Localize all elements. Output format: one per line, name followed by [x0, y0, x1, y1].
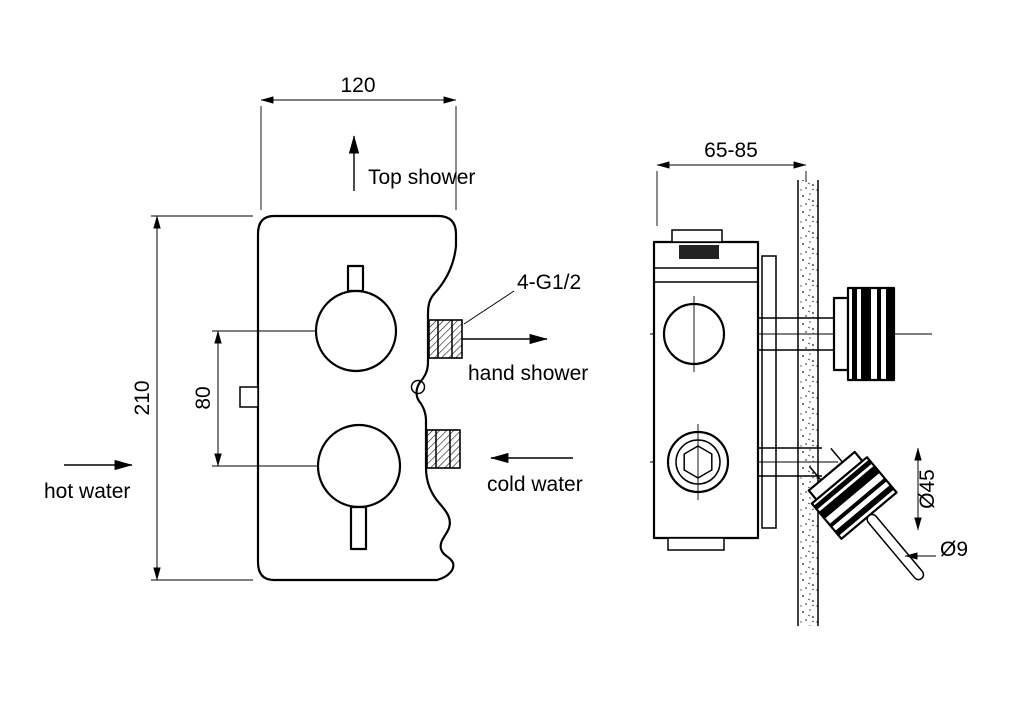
dim-depth: 65-85: [656, 139, 807, 226]
dim-height-extension-lines: [151, 215, 253, 581]
valve-body-side-outline: [652, 240, 760, 540]
thread-leader-line: [463, 290, 515, 325]
dim-knob-diameter: Ø45: [914, 447, 939, 531]
hot-water-callout: hot water: [44, 459, 133, 503]
wall-fill: [798, 180, 818, 626]
fitting-bottom-flange-lines: [435, 430, 451, 468]
fitting-bottom-thread: [426, 429, 461, 469]
body-bottom-step: [667, 537, 725, 551]
thermostat-knob-side: [832, 286, 896, 382]
cold-water-callout: cold water: [487, 452, 583, 496]
thread-callout: 4-G1/2: [463, 271, 581, 325]
body-inner-lines: [654, 267, 758, 283]
dim-height-label: 210: [131, 380, 154, 415]
top-knob-collar: [832, 296, 850, 372]
lever-neck-lines: [808, 447, 844, 481]
edge-detail-circle: [410, 379, 426, 395]
cold-water-label: cold water: [487, 473, 583, 496]
top-shower-callout: Top shower: [348, 135, 475, 191]
hand-shower-callout: hand shower: [462, 333, 588, 385]
dim-spacing: 80: [192, 330, 222, 467]
fitting-top: [428, 319, 463, 359]
knob-center-lines: [212, 330, 318, 467]
body-top-block: [679, 245, 719, 259]
top-port: [662, 296, 726, 372]
hot-water-label: hot water: [44, 480, 130, 503]
bottom-port: [666, 424, 730, 500]
lever-rod: [866, 513, 925, 581]
dim-width-label: 120: [340, 74, 375, 97]
dim-rod-diameter: Ø9: [904, 538, 968, 561]
top-knob-grip-bands: [852, 288, 893, 380]
valve-body-outline: [256, 214, 458, 582]
side-view: 65-85: [650, 139, 968, 626]
dim-width-extension-lines: [260, 106, 457, 210]
dim-height: 210: [131, 215, 253, 581]
flow-knob-front: [316, 423, 402, 509]
wall-section: [797, 180, 819, 626]
lever-knob-side: [807, 447, 925, 581]
body-top-step: [671, 229, 723, 243]
fitting-top-thread: [428, 319, 463, 359]
dim-depth-extension-lines: [656, 171, 807, 226]
rod-diameter-label: Ø9: [940, 538, 968, 561]
top-shower-label: Top shower: [368, 166, 475, 189]
lever-knob-grip-bands: [813, 459, 895, 536]
fitting-top-flange-lines: [437, 320, 453, 358]
thermostat-knob-front: [314, 289, 398, 373]
front-view: 120 Top shower 210: [44, 74, 588, 582]
top-knob-stem: [346, 264, 365, 293]
thread-size-label: 4-G1/2: [517, 271, 581, 294]
knob-diameter-label: Ø45: [916, 469, 939, 509]
hand-shower-label: hand shower: [468, 362, 588, 385]
mounting-bracket: [761, 255, 777, 529]
wall-faces: [797, 180, 819, 626]
mounting-tab: [239, 386, 259, 408]
dim-spacing-label: 80: [192, 386, 215, 409]
dim-depth-label: 65-85: [704, 139, 758, 162]
fitting-bottom: [426, 429, 461, 469]
bottom-knob-stem: [349, 505, 368, 551]
dim-width: 120: [260, 74, 457, 210]
spindle-lines: [758, 317, 834, 477]
